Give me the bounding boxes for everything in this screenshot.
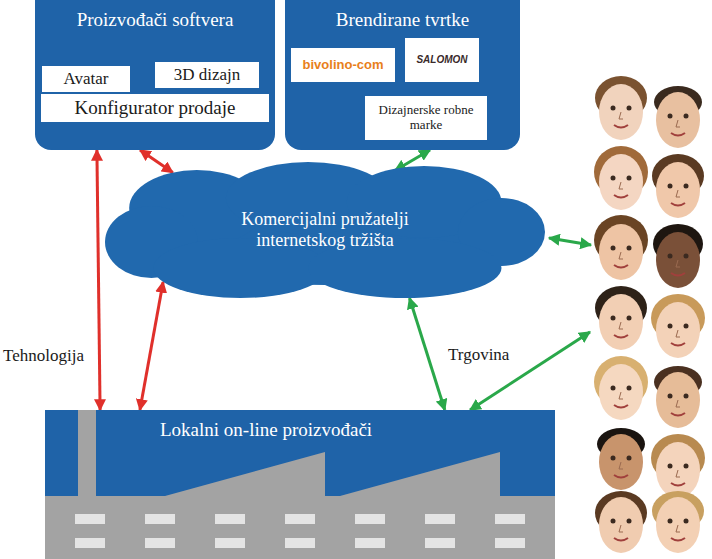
node-text: Proizvođači softvera xyxy=(77,9,234,31)
company-group: Proizvođači softveraAvatar 3D dizajnKonfi… xyxy=(35,0,275,150)
trade-arrow xyxy=(549,238,591,245)
feature-box: 3D dizajn xyxy=(155,62,259,88)
market-cloud: Komercijalni pružatelji internetskog trž… xyxy=(105,160,545,300)
node-text: Dizajnerske robne marke xyxy=(370,103,482,133)
brand-logo: SALOMON xyxy=(405,38,479,82)
node-text: Avatar xyxy=(64,69,109,89)
node-text: bivolino-com xyxy=(303,58,384,73)
node-text: SALOMON xyxy=(416,54,467,66)
flow-label: Tehnologija xyxy=(3,346,84,366)
node-text: Lokalni on-line proizvođači xyxy=(160,419,372,441)
double-arrow xyxy=(410,298,445,410)
trade-arrow xyxy=(470,332,590,410)
double-arrow xyxy=(97,150,100,410)
flow-label: Trgovina xyxy=(448,345,509,365)
brand-box: Dizajnerske robne marke xyxy=(365,96,487,140)
brand-logo: bivolino-com xyxy=(291,48,395,82)
double-arrow xyxy=(140,282,163,410)
face-photo xyxy=(594,76,705,553)
double-arrow xyxy=(140,150,173,173)
feature-box: Konfigurator prodaje xyxy=(41,94,269,122)
factory-band: Lokalni on-line proizvođači xyxy=(45,410,555,559)
node-text: Konfigurator prodaje xyxy=(75,97,236,119)
node-text: Brendirane tvrtke xyxy=(336,9,469,31)
node-text: Komercijalni pružatelji internetskog trž… xyxy=(205,209,445,250)
node-text: 3D dizajn xyxy=(174,65,241,85)
feature-box: Avatar xyxy=(42,66,130,92)
company-group: Brendirane tvrtke bivolino-com SALOMON Diza… xyxy=(285,0,520,150)
